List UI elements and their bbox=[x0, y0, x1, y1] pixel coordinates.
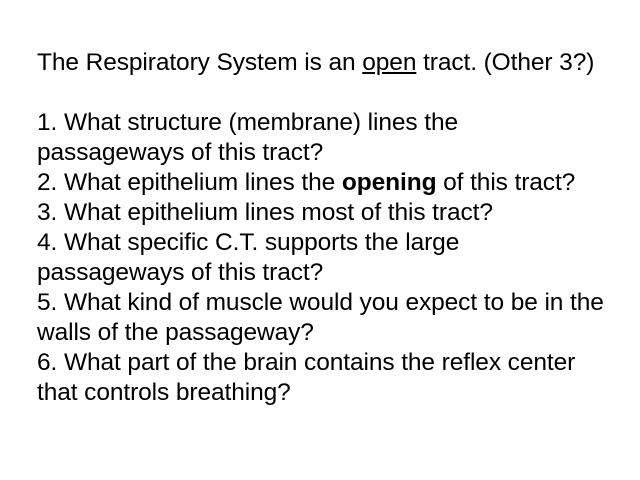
question-2-text-after-bold: of this tract? bbox=[436, 169, 576, 196]
heading-underlined-word: open bbox=[362, 49, 417, 76]
question-2-text-before-bold: 2. What epithelium lines the bbox=[37, 169, 342, 196]
heading-line: The Respiratory System is an open tract.… bbox=[37, 48, 609, 78]
question-item-2: 2. What epithelium lines the opening of … bbox=[37, 168, 609, 198]
question-item-6: 6. What part of the brain contains the r… bbox=[37, 349, 576, 406]
question-2-bold-word: opening bbox=[341, 169, 437, 196]
heading-text-after-underline: tract. (Other 3?) bbox=[416, 49, 595, 76]
heading-text-before-underline: The Respiratory System is an bbox=[37, 49, 363, 76]
question-item-3: 3. What epithelium lines most of this tr… bbox=[37, 199, 493, 226]
question-item-4: 4. What specific C.T. supports the large… bbox=[37, 229, 460, 286]
slide-text-body: The Respiratory System is an open tract.… bbox=[37, 48, 609, 408]
question-item-5: 5. What kind of muscle would you expect … bbox=[37, 289, 604, 346]
question-item-1: 1. What structure (membrane) lines the p… bbox=[37, 109, 459, 166]
blank-line-spacer bbox=[37, 78, 609, 108]
